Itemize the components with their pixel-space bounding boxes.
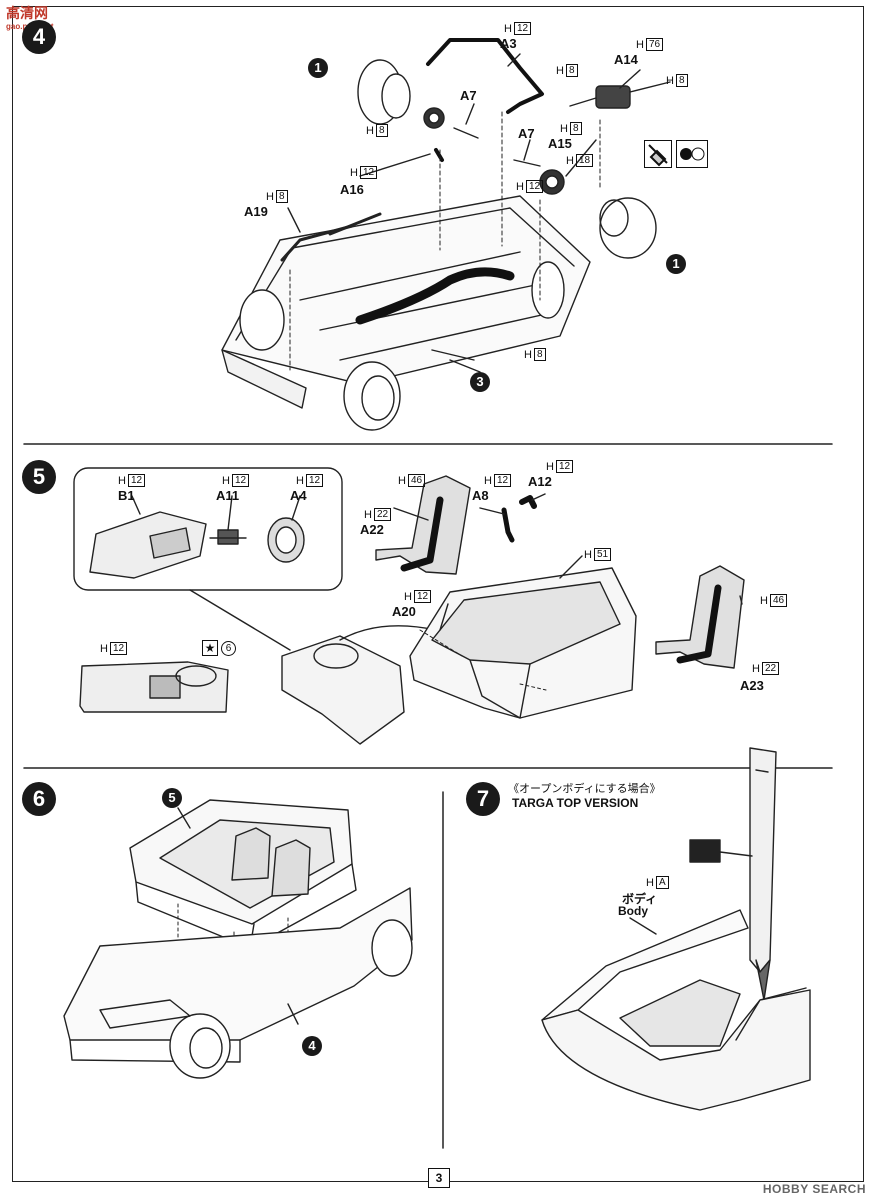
part-label-a19: A19 bbox=[244, 204, 268, 219]
ref-step5-interior: 5 bbox=[162, 788, 182, 808]
part-label-a12: A12 bbox=[528, 474, 552, 489]
part-label-a15: A15 bbox=[548, 136, 572, 151]
decal-number: 6 bbox=[221, 640, 236, 656]
step-number-4: 4 bbox=[22, 20, 56, 54]
step7-targa-drawing bbox=[541, 747, 811, 1111]
ref-step3-chassis: 3 bbox=[470, 372, 490, 392]
page-number: 3 bbox=[428, 1168, 450, 1188]
part-label-a7-front: A7 bbox=[460, 88, 477, 103]
step7-title-en: TARGA TOP VERSION bbox=[512, 796, 639, 810]
part-label-a4: A4 bbox=[290, 488, 307, 503]
part-label-a14: A14 bbox=[614, 52, 638, 67]
part-label-a23: A23 bbox=[740, 678, 764, 693]
step6-combine-drawing bbox=[63, 799, 413, 1079]
paint-dots-icon bbox=[676, 140, 708, 168]
step-number-5: 5 bbox=[22, 460, 56, 494]
step5-interior-drawing bbox=[73, 467, 745, 745]
step4-chassis-drawing bbox=[221, 38, 671, 431]
part-label-a3: A3 bbox=[500, 36, 517, 51]
part-label-a16: A16 bbox=[340, 182, 364, 197]
decal-reference: ★ 6 bbox=[202, 640, 236, 656]
body-label-jp: ボディ bbox=[622, 892, 658, 906]
decal-star-icon: ★ bbox=[202, 640, 218, 656]
step-number-6: 6 bbox=[22, 782, 56, 816]
part-label-a8: A8 bbox=[472, 488, 489, 503]
part-label-a22: A22 bbox=[360, 522, 384, 537]
step-number-7: 7 bbox=[466, 782, 500, 816]
ref-step4-chassis: 4 bbox=[302, 1036, 322, 1056]
ref-step1-wheel-left: 1 bbox=[308, 58, 328, 78]
cement-icon bbox=[644, 140, 672, 168]
body-label-en: Body bbox=[618, 904, 648, 918]
part-label-a20: A20 bbox=[392, 604, 416, 619]
part-label-b1: B1 bbox=[118, 488, 135, 503]
part-label-a11: A11 bbox=[216, 488, 240, 503]
ref-step1-wheel-right: 1 bbox=[666, 254, 686, 274]
part-label-a7-rear: A7 bbox=[518, 126, 535, 141]
step7-title-jp: 《オープンボディにする場合》 bbox=[508, 783, 661, 795]
watermark-bottom: HOBBY SEARCH bbox=[762, 1182, 866, 1196]
